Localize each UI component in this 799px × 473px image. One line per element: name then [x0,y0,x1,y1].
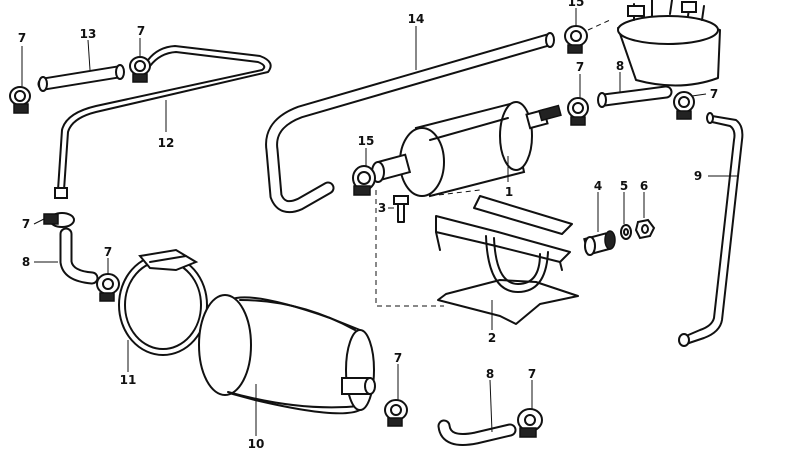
callout-5: 5 [620,179,628,193]
hose-clamp-7b [129,56,151,83]
callout-10: 10 [248,437,265,451]
washer-5 [620,224,632,240]
hose-clamp-7c [567,97,589,126]
hose-clamp-7h [517,408,543,438]
fuel-hose-8-top [597,85,673,108]
callout-7: 7 [528,367,536,381]
fuel-hose-8-bottom [437,419,517,446]
callout-4: 4 [594,179,602,193]
callout-8: 8 [616,59,624,73]
callout-13: 13 [80,27,97,41]
filter-clamp-11 [118,248,208,356]
leader-lines [21,8,738,436]
callout-7: 7 [137,24,145,38]
fuel-hose-13 [37,64,125,92]
callout-12: 12 [158,136,175,150]
hose-clamp-7f [96,273,120,302]
fuel-line-9 [678,112,744,347]
callout-15: 15 [358,134,375,148]
rubber-mount-4 [583,230,616,256]
bolt-3 [393,195,409,223]
callout-7: 7 [576,60,584,74]
callout-8: 8 [22,255,30,269]
callout-9: 9 [694,169,702,183]
hose-clamp-15 [352,165,376,196]
pump-bracket-2 [375,189,579,325]
callout-labels: 7 13 7 12 14 15 7 8 7 15 1 9 3 4 5 6 7 8… [18,0,718,451]
callout-7: 7 [18,31,26,45]
hose-clamp-15-top [564,25,588,54]
fuel-line-12 [54,45,272,199]
callout-8: 8 [486,367,494,381]
fuel-hose-8-left [59,227,99,285]
hose-clamp-7a [9,86,31,114]
callout-7: 7 [104,245,112,259]
fuel-pump-1 [371,101,562,198]
callout-2: 2 [488,331,496,345]
hose-clamp-7d [673,91,695,120]
fuel-sender-unit [587,0,721,87]
callout-11: 11 [120,373,137,387]
callout-7: 7 [394,351,402,365]
hose-clamp-7g [384,399,408,427]
callout-3: 3 [378,201,386,215]
nut-6 [634,218,656,240]
callout-7: 7 [710,87,718,101]
fuel-filter-10 [198,294,376,415]
callout-6: 6 [640,179,648,193]
callout-15: 15 [568,0,585,9]
callout-1: 1 [505,185,513,199]
callout-7: 7 [22,217,30,231]
callout-14: 14 [408,12,425,26]
fuel-hose-14 [265,32,555,214]
hose-clamp-7e [43,212,75,228]
